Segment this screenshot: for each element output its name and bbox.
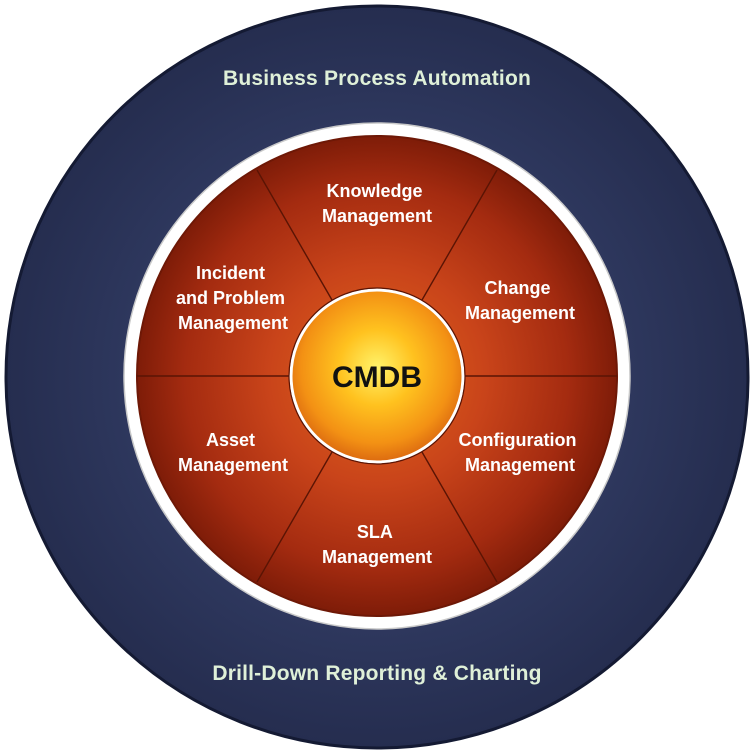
segment-configuration-line-1: Configuration bbox=[459, 430, 577, 450]
segment-incident-problem-management: Incident and Problem Management bbox=[176, 263, 290, 333]
segment-knowledge-line-2: Management bbox=[322, 206, 432, 226]
segment-incident-line-2: and Problem bbox=[176, 288, 285, 308]
segment-asset-line-1: Asset bbox=[206, 430, 255, 450]
divider-bottom-right bbox=[421, 451, 498, 583]
outer-label-top: Business Process Automation bbox=[223, 67, 531, 90]
segment-dividers bbox=[137, 169, 617, 583]
segment-sla-line-1: SLA bbox=[357, 522, 393, 542]
segment-incident-line-3: Management bbox=[178, 313, 288, 333]
center-label-cmdb: CMDB bbox=[332, 361, 422, 394]
segment-sla-management: SLA Management bbox=[322, 522, 432, 567]
segment-incident-line-1: Incident bbox=[196, 263, 265, 283]
segment-change-line-1: Change bbox=[484, 278, 550, 298]
outer-label-bottom: Drill-Down Reporting & Charting bbox=[212, 662, 541, 685]
segment-configuration-management: Configuration Management bbox=[459, 430, 582, 475]
segment-asset-management: Asset Management bbox=[178, 430, 288, 475]
divider-bottom-left bbox=[256, 451, 333, 583]
center-circle-outline bbox=[288, 287, 466, 465]
segment-change-management: Change Management bbox=[465, 278, 575, 323]
segment-knowledge-line-1: Knowledge bbox=[326, 181, 422, 201]
segment-asset-line-2: Management bbox=[178, 455, 288, 475]
segment-configuration-line-2: Management bbox=[465, 455, 575, 475]
segment-change-line-2: Management bbox=[465, 303, 575, 323]
divider-top-right bbox=[421, 169, 498, 301]
divider-top-left bbox=[256, 169, 333, 301]
segment-sla-line-2: Management bbox=[322, 547, 432, 567]
segment-knowledge-management: Knowledge Management bbox=[322, 181, 432, 226]
center-circle bbox=[289, 288, 465, 464]
